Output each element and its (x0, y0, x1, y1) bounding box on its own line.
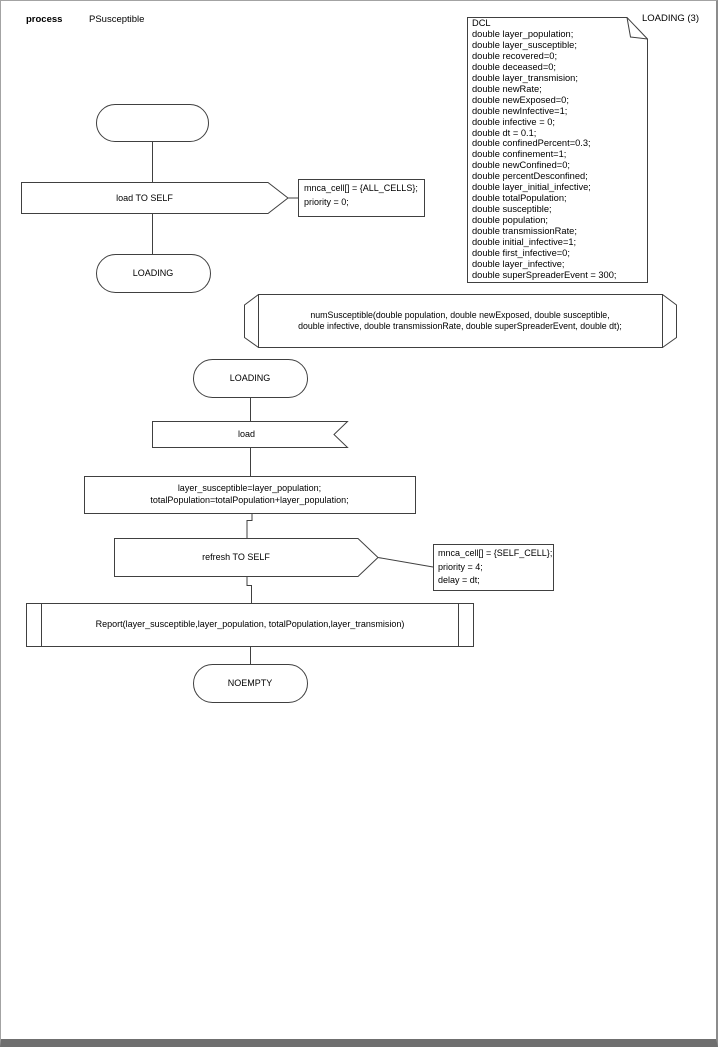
text-line: double newConfined=0; (472, 160, 570, 171)
text-line: double susceptible; (472, 204, 552, 215)
state-loading-1-symbol[interactable] (96, 254, 211, 293)
task-assign-symbol[interactable] (84, 476, 416, 514)
page-label: LOADING (3) (642, 13, 700, 24)
text-line: priority = 4; (438, 561, 483, 572)
text-line: double newRate; (472, 83, 542, 94)
state-noempty-symbol[interactable] (193, 664, 308, 703)
process-keyword-label: process (26, 14, 63, 25)
text-line: double transmissionRate; (472, 226, 577, 237)
state-loading-2-label: LOADING (229, 372, 271, 383)
input-load-symbol[interactable] (152, 421, 349, 448)
text-line: double initial_infective=1; (472, 237, 577, 248)
text-line: double layer_susceptible; (472, 39, 577, 50)
task-assign-text: layer_susceptible=layer_population;total… (84, 476, 415, 513)
text-line: delay = dt; (438, 575, 480, 586)
declarations-text-symbol[interactable] (467, 17, 648, 283)
text-line: double layer_infective; (472, 258, 565, 269)
comment-self-cell-box[interactable] (433, 544, 554, 591)
text-line: totalPopulation=totalPopulation+layer_po… (150, 494, 349, 505)
text-line: double first_infective=0; (472, 248, 570, 259)
text-line: double totalPopulation; (472, 193, 567, 204)
output-refresh-symbol[interactable] (114, 538, 379, 577)
text-line: double layer_population; (472, 28, 574, 39)
procedure-declaration-symbol[interactable] (258, 294, 663, 348)
output-refresh-label: refresh TO SELF (202, 551, 270, 562)
procedure-call-report-symbol[interactable] (26, 603, 474, 647)
text-line: double confinedPercent=0.3; (472, 138, 591, 149)
comment-all-cells-box[interactable] (298, 179, 425, 217)
text-line: layer_susceptible=layer_population; (177, 483, 322, 493)
state-loading-1-label: LOADING (132, 267, 174, 278)
text-line: double population; (472, 215, 548, 226)
state-loading-2-symbol[interactable] (193, 359, 308, 398)
text-line: mnca_cell[] = {SELF_CELL}; (438, 548, 553, 558)
text-line: double infective = 0; (472, 116, 555, 127)
text-line: numSusceptible(double population, double… (310, 309, 610, 320)
text-line: DCL (472, 18, 491, 28)
text-line: double newExposed=0; (472, 94, 569, 105)
start-symbol[interactable] (96, 104, 209, 142)
text-line: double percentDesconfined; (472, 171, 588, 182)
text-line: priority = 0; (304, 196, 349, 207)
text-line: double superSpreaderEvent = 300; (472, 269, 617, 280)
connector-refresh-to-comment[interactable] (377, 557, 434, 568)
text-line: double confinement=1; (472, 149, 567, 160)
text-line: double newInfective=1; (472, 105, 568, 116)
text-line: double layer_initial_infective; (472, 182, 591, 193)
input-load-label: load (237, 428, 255, 439)
connector-task-to-refresh[interactable] (246, 514, 253, 538)
comment-self-cell-text: mnca_cell[] = {SELF_CELL}; priority = 4; d… (438, 547, 553, 588)
text-line: double infective, double transmissionRat… (298, 320, 622, 331)
text-line: double layer_transmision; (472, 72, 578, 83)
declarations-fold-corner (626, 17, 648, 40)
state-noempty-label: NOEMPTY (227, 677, 273, 688)
procedure-declaration-right-bracket (662, 294, 677, 348)
text-line: double recovered=0; (472, 50, 558, 61)
procedure-declaration-left-bracket (244, 294, 259, 348)
text-line: double dt = 0.1; (472, 127, 537, 138)
connector-refresh-to-report[interactable] (246, 577, 252, 603)
process-name-label: PSusceptible (89, 14, 145, 25)
output-load-symbol[interactable] (21, 182, 289, 214)
output-load-label: load TO SELF (116, 192, 173, 203)
comment-all-cells-text: mnca_cell[] = {ALL_CELLS}; priority = 0; (304, 182, 422, 209)
text-line: mnca_cell[] = {ALL_CELLS}; (304, 183, 418, 193)
procedure-declaration-text: numSusceptible(double population, double… (258, 294, 662, 347)
procedure-call-report-label: Report(layer_susceptible,layer_populatio… (95, 619, 405, 629)
text-line: double deceased=0; (472, 61, 557, 72)
